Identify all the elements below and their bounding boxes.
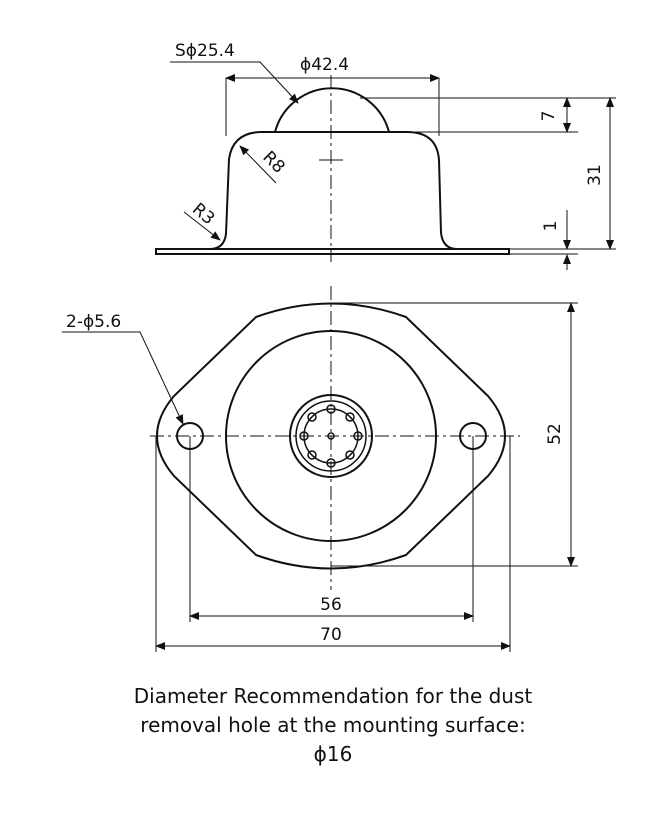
ball-outer-ring bbox=[289, 394, 373, 478]
caption-line-2: removal hole at the mounting surface: bbox=[140, 713, 526, 737]
radius-r3-label: R3 bbox=[188, 199, 218, 229]
ball-inner-ring bbox=[295, 400, 367, 472]
flange-plate bbox=[155, 248, 510, 255]
caption-line-1: Diameter Recommendation for the dust bbox=[133, 684, 533, 708]
radius-r8-label: R8 bbox=[258, 147, 288, 177]
hole-pitch-label: 56 bbox=[320, 595, 342, 615]
flange-thickness-label: 1 bbox=[541, 221, 561, 232]
side-view bbox=[155, 61, 616, 270]
sphere-radius-label: Sϕ25.4 bbox=[175, 41, 235, 61]
mounting-holes-label: 2-ϕ5.6 bbox=[66, 312, 121, 332]
flange-width-label: 52 bbox=[545, 423, 565, 445]
housing-body bbox=[209, 131, 458, 250]
ball-core bbox=[303, 408, 359, 464]
r3-leader bbox=[183, 211, 221, 241]
ball-protrusion-label: 7 bbox=[539, 111, 559, 122]
caption-line-3: ϕ16 bbox=[313, 742, 353, 766]
housing-circle bbox=[225, 330, 437, 542]
ball bbox=[274, 87, 390, 133]
top-view bbox=[62, 286, 578, 652]
body-diameter-label: ϕ42.4 bbox=[300, 55, 349, 75]
flange-length-label: 70 bbox=[320, 625, 342, 645]
r8-leader bbox=[239, 145, 277, 184]
sphere-leader bbox=[170, 61, 299, 104]
dust-hole-caption: Diameter Recommendation for the dust rem… bbox=[0, 682, 666, 769]
total-height-label: 31 bbox=[585, 164, 605, 186]
flange-outline bbox=[156, 302, 506, 570]
holes-leader bbox=[62, 331, 184, 425]
support-balls bbox=[299, 404, 363, 468]
